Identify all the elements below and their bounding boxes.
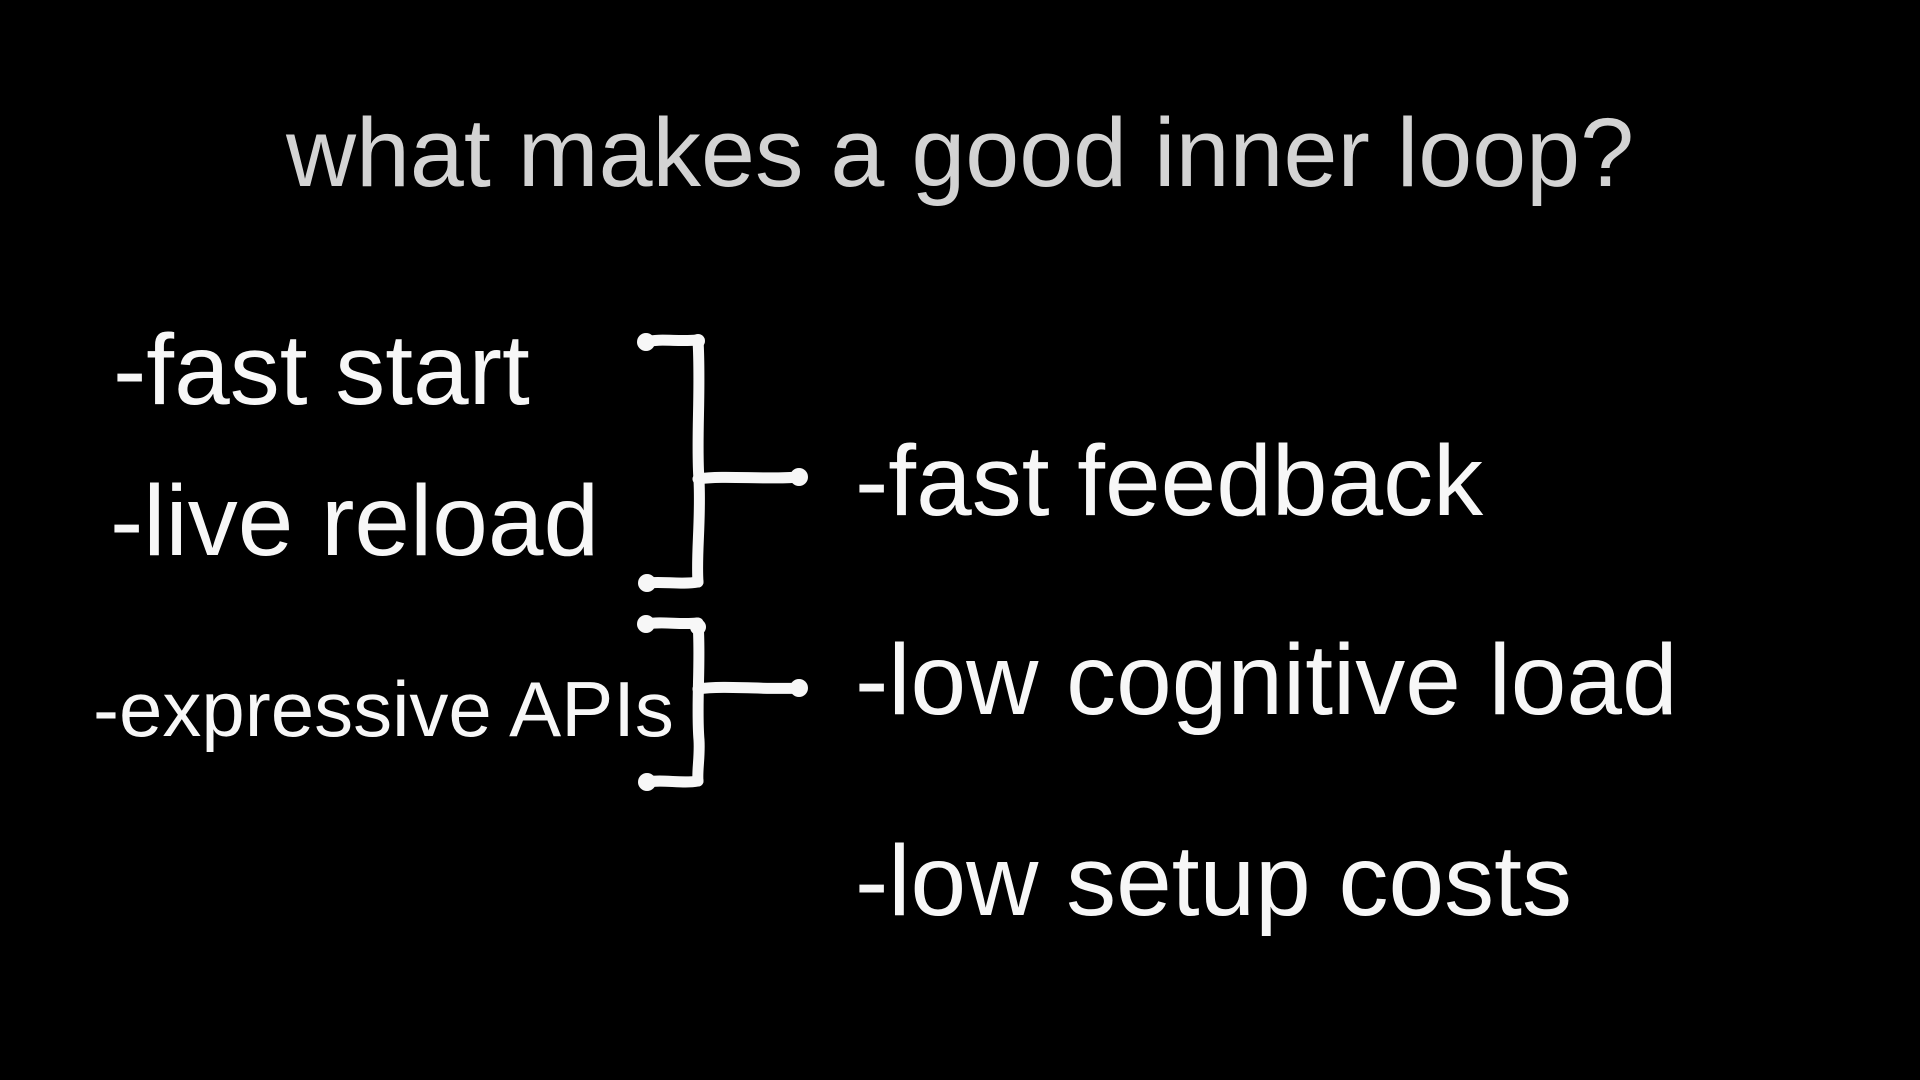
slide-title: what makes a good inner loop?: [285, 98, 1635, 207]
bracket-icon: [630, 605, 830, 810]
left-item-expressive-apis: -expressive APIs: [93, 665, 674, 753]
right-item-low-cognitive-load: -low cognitive load: [855, 624, 1678, 736]
left-item-fast-start: -fast start: [113, 314, 530, 426]
right-item-fast-feedback: -fast feedback: [855, 425, 1484, 537]
bracket-icon: [630, 320, 830, 615]
left-item-live-reload: -live reload: [110, 465, 600, 577]
right-item-low-setup-costs: -low setup costs: [855, 825, 1572, 937]
